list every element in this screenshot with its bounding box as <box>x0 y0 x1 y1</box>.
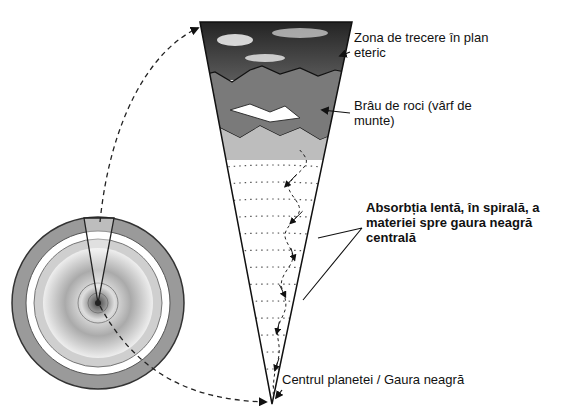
callout-label: Brâu de roci (vârf de munte) <box>352 98 506 128</box>
leader-line <box>322 110 350 113</box>
dotted-arc <box>190 250 360 256</box>
dotted-arc <box>190 335 360 341</box>
planet-circle <box>12 217 184 389</box>
planet-wedge <box>190 20 360 410</box>
dotted-arc <box>190 284 360 290</box>
leader-line <box>340 52 350 56</box>
spiral-arrow <box>277 322 280 334</box>
callout-label: Centrul planetei / Gaura neagră <box>280 372 514 387</box>
dotted-arc <box>190 301 360 307</box>
spiral-path <box>273 150 306 395</box>
dotted-arc <box>190 318 360 324</box>
dotted-arc <box>190 352 360 358</box>
zoom-arrow <box>100 28 198 222</box>
leader-line <box>276 390 282 398</box>
callout-label: Zona de trecere în plan eteric <box>352 30 506 60</box>
dotted-arc <box>190 182 360 188</box>
spiral-arrow <box>290 211 302 223</box>
dotted-arc <box>190 165 360 171</box>
callout-label: Absorbția lentă, în spirală, a materiei … <box>364 200 563 245</box>
dotted-arc <box>190 199 360 205</box>
leader-line <box>303 228 362 300</box>
spiral-arrow <box>285 175 296 187</box>
spiral-arrow <box>275 358 279 370</box>
spiral-arrow <box>291 248 295 260</box>
dotted-arc <box>190 267 360 273</box>
dotted-arc <box>190 216 360 222</box>
zoom-arrow <box>100 306 266 402</box>
spiral-arrow <box>279 285 285 297</box>
